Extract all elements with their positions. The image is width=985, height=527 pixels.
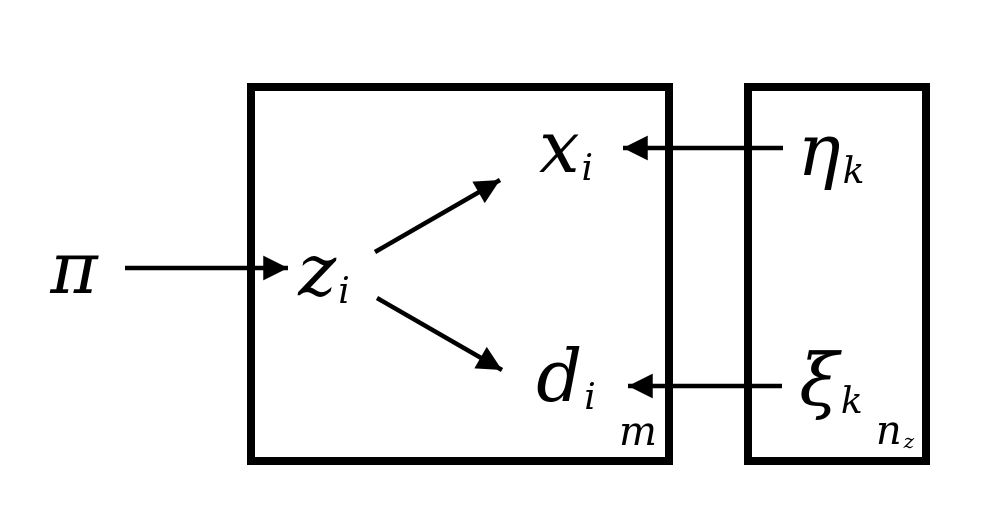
node-z-symbol: z (298, 228, 337, 312)
node-xi-subscript: k (840, 380, 863, 422)
plate-components-rectangle (744, 83, 930, 465)
node-eta-subscript: k (842, 150, 865, 192)
node-eta-symbol: η (797, 108, 841, 192)
node-x-subscript: i (581, 147, 594, 189)
node-d-symbol: d (536, 334, 583, 418)
node-pi-symbol: π (50, 226, 98, 310)
node-d-subscript: i (584, 376, 596, 418)
node-z: zi (298, 234, 349, 309)
node-xi: ξk (799, 344, 862, 419)
plate-data-index-label: m (619, 412, 659, 452)
node-x: xi (539, 111, 593, 186)
node-x-symbol: x (538, 105, 580, 189)
node-eta: ηk (798, 114, 865, 189)
node-xi-symbol: ξ (799, 338, 839, 422)
plate-components-index-sub: z (903, 429, 915, 454)
node-z-subscript: i (338, 270, 350, 312)
plate-data-index-main: m (619, 409, 657, 455)
node-d: di (536, 340, 596, 415)
plate-data-rectangle (247, 83, 673, 465)
plate-components-index-main: n (875, 408, 902, 454)
node-pi: π (50, 232, 99, 304)
